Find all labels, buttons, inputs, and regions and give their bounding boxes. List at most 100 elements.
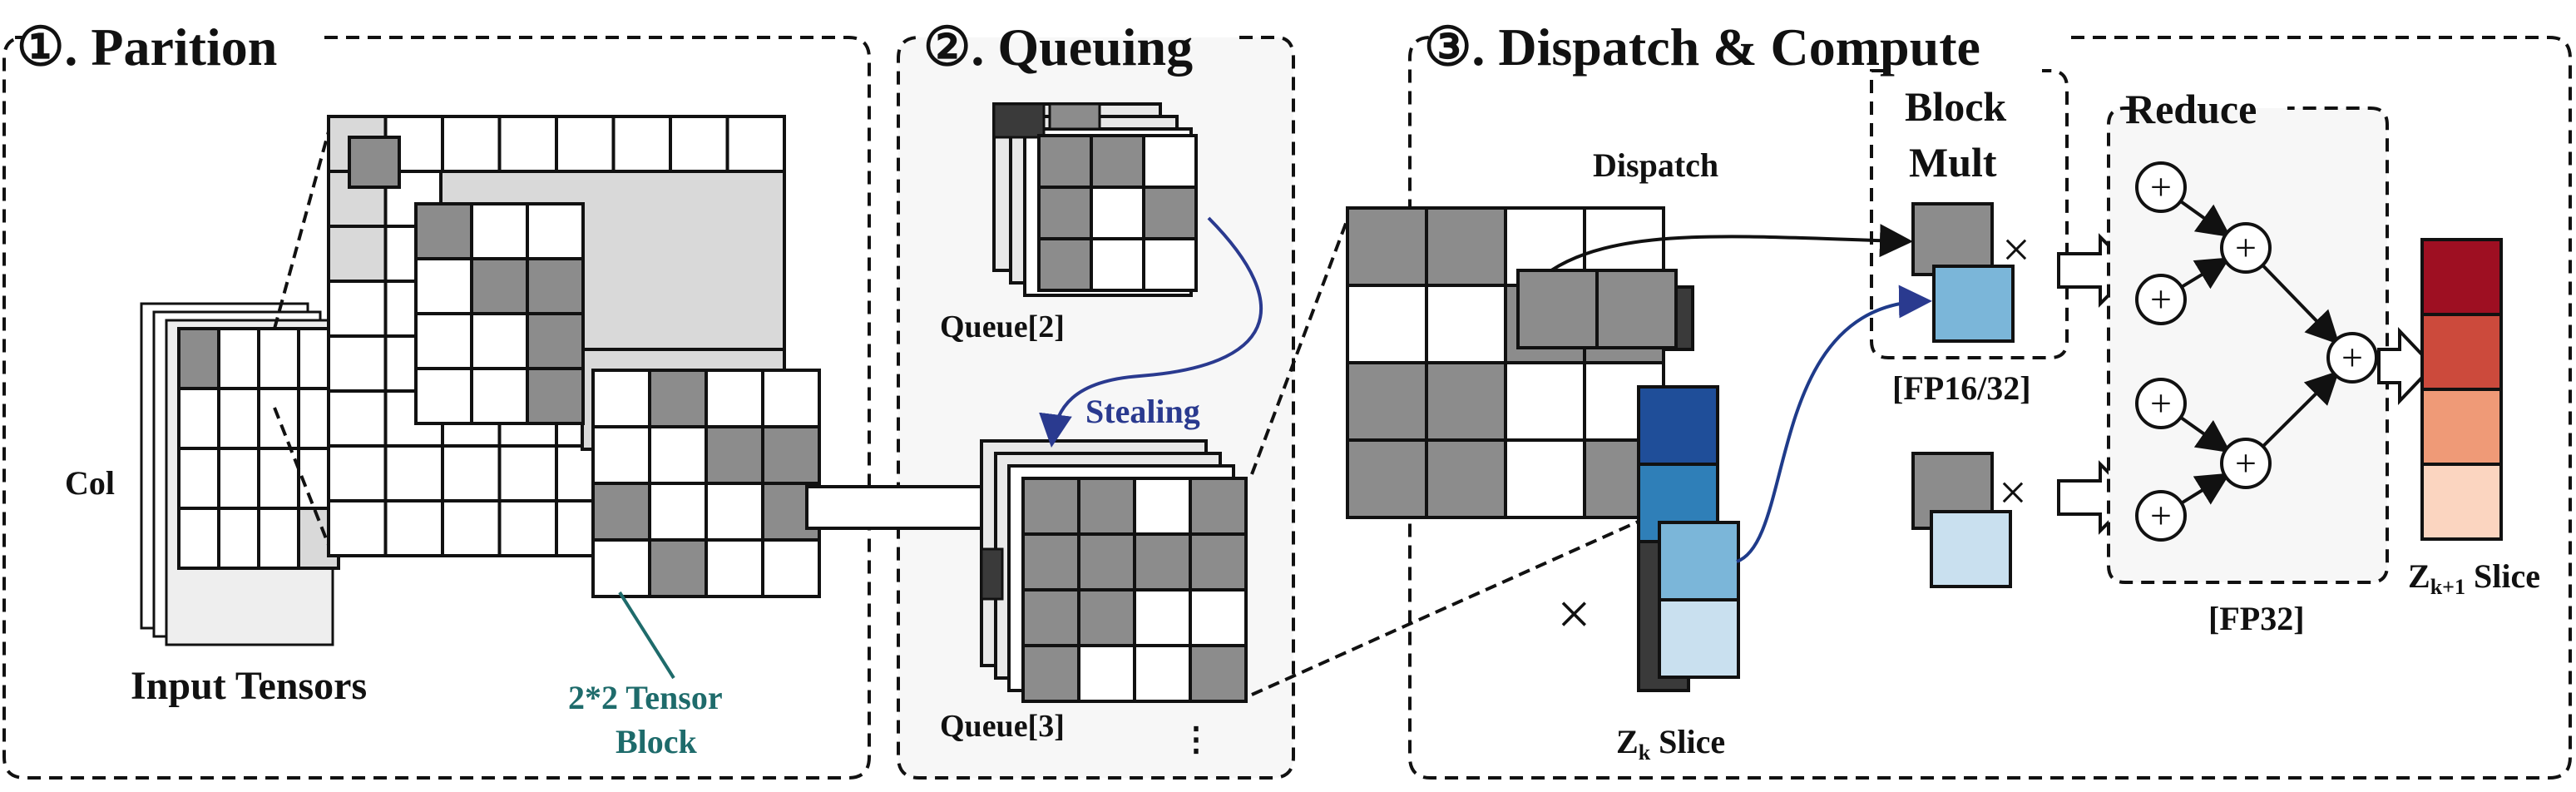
adder-plus-sign: + [2150,382,2172,424]
adder-plus-sign: + [2150,278,2172,320]
stealing-arrow [1039,216,1263,448]
reduce-adder-tree: +++++++ [2135,161,2378,542]
partition-large-cell [327,389,388,448]
input-tensor-cell [257,447,300,510]
partition-mid-cell [414,257,473,315]
partition-large-cell [441,115,502,173]
tensor-block-cell [761,425,821,485]
dispatch-cell [1504,438,1586,519]
tensor-block-cell [591,538,651,598]
zk1-slice-label: Zk+1 Slice [2408,557,2540,599]
adder-plus-sign: + [2150,166,2172,208]
input-tensor-cell [257,327,300,390]
partition-large-cell [383,499,444,557]
zk-slice-column [1637,385,1740,692]
dispatch-cell [1346,206,1428,287]
queue3-cell [1021,532,1080,592]
partition-mid-cell [526,312,585,370]
zk-cell-3 [1658,521,1740,601]
queue2-cell [1142,134,1198,189]
mult2-b-block [1930,510,2012,588]
reduce-edge [2262,265,2340,345]
input-tensors-label: Input Tensors [131,664,367,708]
queue3-cell [1021,588,1080,647]
dispatch-cell [1346,284,1428,364]
tensor-block-cell [648,425,708,485]
tensor-block-cell [648,369,708,428]
tensor-block-cell [648,538,708,598]
adder-node-5 [2220,222,2272,274]
mult-a-block [1911,202,1994,276]
input-tensor-cell [217,507,260,570]
partition-large-cell [327,444,388,502]
partition-large-cell [327,225,388,283]
partition-marker-block [348,136,401,189]
queue3-cell [1189,477,1248,536]
zk-cell-4 [1658,598,1740,679]
partition-large-cell [555,115,616,173]
queue3-cell [1189,588,1248,647]
adder-node-4 [2135,490,2187,542]
queue3-cell [1133,644,1192,703]
partition-mid-cell [470,367,529,425]
dispatch-zoom-line-bottom [1251,514,1652,696]
input-tensor-cell [177,507,220,570]
reduce-to-output-arrow [2377,327,2435,405]
tensor-block-cell [761,538,821,598]
dispatch-arrow-blue [1736,285,1932,563]
zk-cell-1 [1637,385,1719,466]
queue3-cell [1133,532,1192,592]
queue3-dark-cell [980,547,1004,601]
mult-times-sign: × [2002,222,2030,277]
queue3-cell [1021,477,1080,536]
partition-mid-cell [526,257,585,315]
partition-mid-cell [526,367,585,425]
tensor-block-cell [705,482,764,542]
reduce-frame [2107,106,2389,584]
adder-node-1 [2135,161,2187,213]
tensor-block-cell [705,369,764,428]
tensor-block-cell [591,482,651,542]
adder-node-3 [2135,378,2187,429]
queue3-cell [1077,644,1136,703]
partition-large-cell [611,115,672,173]
partition-mid-cell [470,312,529,370]
queue2-cell [1090,134,1145,189]
block-mult-frame [1870,69,2069,359]
dispatch-cell [1425,438,1507,519]
queue2-cell [1037,186,1093,240]
zk1-cell-4 [2420,463,2503,541]
tensor-block-cell [591,369,651,428]
reduce-edge [2181,473,2231,505]
zk-slice-label: Zk Slice [1616,723,1725,765]
col-label: Col [65,464,115,502]
dispatch-zoom-line-top [1250,207,1353,475]
tensor-block-cell [705,538,764,598]
queue2-cell [1090,186,1145,240]
reduce-edge [2262,370,2340,448]
zk-times-sign: × [1557,581,1591,647]
partition-title: ①. Parition [17,17,277,77]
partition-large-cell [497,444,558,502]
queue3-cell [1077,477,1136,536]
queue3-cell [1189,644,1248,703]
zoom-line-bottom [273,407,330,546]
partition-large-cell [327,334,388,393]
more-queues-ellipsis: ⋮ [1179,720,1213,758]
stealing-label: Stealing [1085,393,1200,430]
input-tensor-cell [217,327,260,390]
mult2-times-sign: × [1999,465,2027,520]
tensor-block-cell [705,425,764,485]
partition-large-cell [383,444,444,502]
adder-plus-sign: + [2341,336,2363,379]
queue2-cell [1037,237,1093,292]
adder-node-2 [2135,274,2187,325]
queue-2-stack [992,102,1198,297]
zk1-slice-column [2420,238,2503,541]
dispatch-arrow-gray [1550,224,1913,272]
zoom-line-top [273,116,334,329]
queue-2-label: Queue[2] [940,309,1065,344]
mult-precision-label: [FP16/32] [1892,369,2031,407]
adder-plus-sign: + [2235,442,2257,484]
dispatch-title: ③. Dispatch & Compute [1424,17,1980,77]
